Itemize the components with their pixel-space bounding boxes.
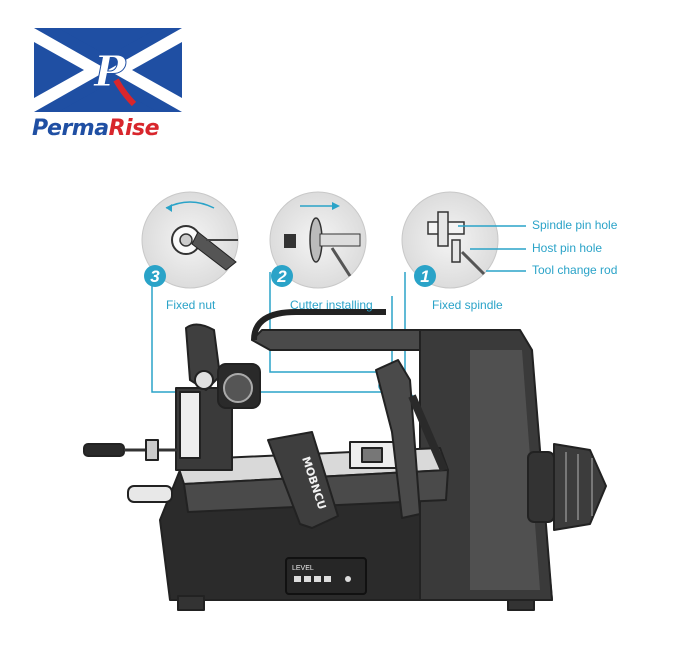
- brand-name-part1: Perma: [32, 116, 109, 141]
- detail-circle-fixed-nut: [141, 191, 239, 289]
- callout-lines: [151, 225, 526, 393]
- adjustment-knob: [527, 443, 607, 531]
- brand-plate-clamp: MOBNCU: [267, 431, 339, 529]
- step-badge-1: 1: [414, 265, 436, 287]
- step-label-fixed-nut: Fixed nut: [166, 298, 216, 312]
- brand-name-part2: Rise: [108, 116, 160, 141]
- callout-spindle-pin-hole: Spindle pin hole: [532, 218, 618, 232]
- step-badge-3: 3: [144, 265, 166, 287]
- permarise-logo: P: [34, 28, 182, 112]
- step-label-fixed-spindle: Fixed spindle: [432, 298, 503, 312]
- detail-circle-cutter-installing: [269, 191, 367, 289]
- control-panel-title: LEVEL: [292, 565, 314, 572]
- step-number-2: 2: [276, 267, 287, 286]
- brand-name: PermaRise: [32, 116, 160, 141]
- left-handle-rod: [83, 439, 178, 503]
- step-label-cutter-installing: Cutter installing: [290, 298, 373, 312]
- step-number-1: 1: [420, 267, 429, 286]
- control-panel: LEVEL: [285, 557, 367, 595]
- step-badge-2: 2: [271, 265, 293, 287]
- left-vise: [175, 323, 261, 471]
- step-number-3: 3: [150, 267, 160, 286]
- key-cutting-machine: MOBNCU LEVEL: [83, 309, 607, 611]
- callout-host-pin-hole: Host pin hole: [532, 241, 603, 255]
- detail-circle-fixed-spindle: [401, 191, 499, 289]
- callout-tool-change-rod: Tool change rod: [532, 263, 618, 277]
